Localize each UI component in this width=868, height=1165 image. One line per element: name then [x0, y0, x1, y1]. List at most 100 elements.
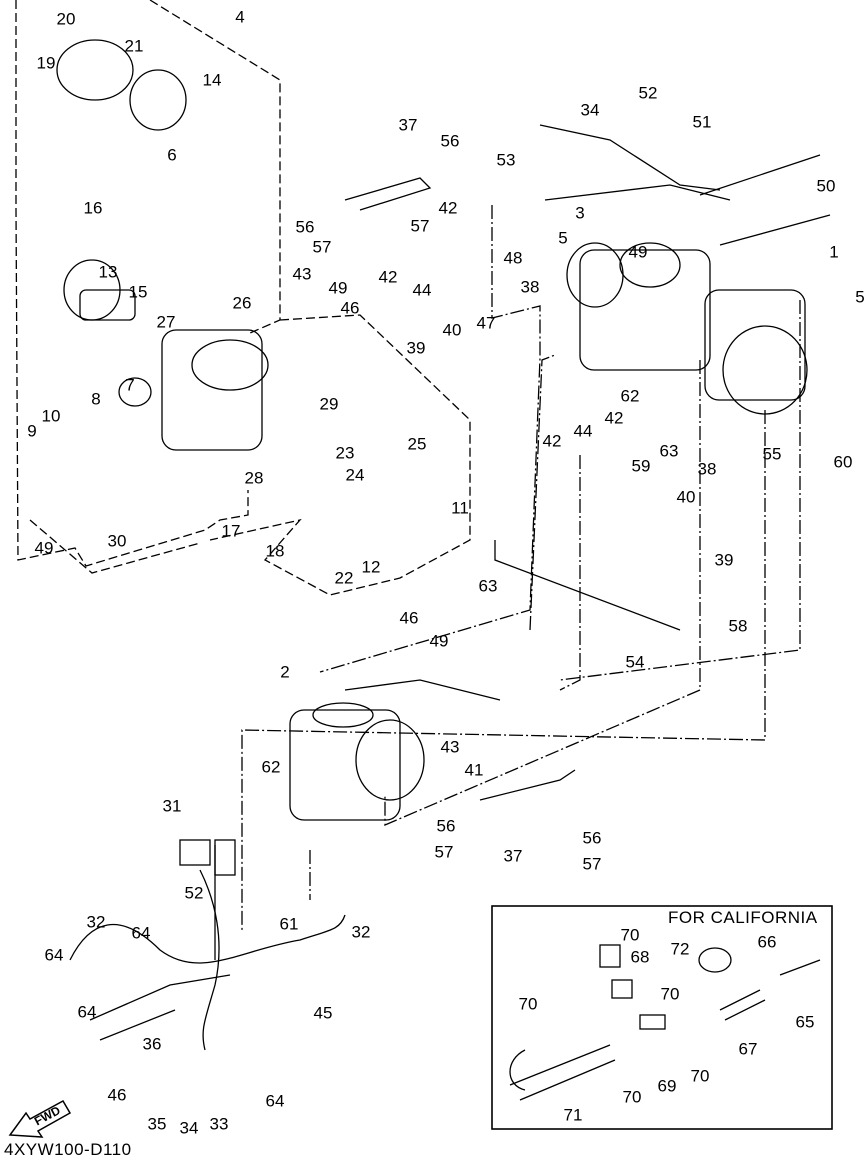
callout-label: 48: [503, 248, 523, 268]
callout-label: 43: [440, 737, 460, 757]
callout-label: 56: [582, 828, 602, 848]
callout-label: 57: [582, 854, 602, 874]
callout-label: 57: [410, 216, 430, 236]
callout-label: 40: [676, 487, 696, 507]
callout-label: 50: [816, 176, 836, 196]
callout-label: 53: [496, 150, 516, 170]
callout-label: 20: [56, 9, 76, 29]
callout-label: 49: [34, 538, 54, 558]
callout-label: 39: [714, 550, 734, 570]
carburetor-body-2: [289, 702, 425, 821]
callout-label: 37: [398, 115, 418, 135]
callout-label: 64: [131, 923, 151, 943]
callout-label: 62: [261, 757, 281, 777]
callout-label: 2: [280, 662, 290, 682]
callout-label: 37: [503, 846, 523, 866]
callout-label: 58: [728, 616, 748, 636]
callout-label: 44: [412, 280, 432, 300]
callout-label: 3: [575, 203, 585, 223]
linkages: [344, 124, 831, 801]
callout-label: 70: [518, 994, 538, 1014]
callout-label: 62: [620, 386, 640, 406]
callout-label: 56: [440, 131, 460, 151]
callout-label: 5: [855, 287, 865, 307]
callout-label: 70: [660, 984, 680, 1004]
callout-label: 8: [91, 389, 101, 409]
callout-label: 72: [670, 939, 690, 959]
callout-label: 39: [406, 338, 426, 358]
callout-label: 70: [620, 925, 640, 945]
callout-label: 5: [558, 228, 568, 248]
callout-label: 22: [334, 568, 354, 588]
callout-label: 12: [361, 557, 381, 577]
callout-label: 9: [27, 421, 37, 441]
callout-label: 69: [657, 1076, 677, 1096]
callout-label: 14: [202, 70, 222, 90]
california-box-title: FOR CALIFORNIA: [668, 908, 818, 927]
callout-label: 46: [340, 298, 360, 318]
callout-label: 57: [434, 842, 454, 862]
callout-label: 42: [378, 267, 398, 287]
callout-label: 68: [630, 947, 650, 967]
callout-label: 64: [44, 945, 64, 965]
callout-label: 6: [167, 145, 177, 165]
callout-label: 30: [107, 531, 127, 551]
callout-label: 60: [833, 452, 853, 472]
callout-label: 66: [757, 932, 777, 952]
callout-label: 42: [438, 198, 458, 218]
callout-label: 64: [265, 1091, 285, 1111]
group-frame-4: [15, 0, 471, 596]
callout-label: 33: [209, 1114, 229, 1134]
callout-label: 42: [604, 408, 624, 428]
callout-label: 49: [328, 278, 348, 298]
callout-label: 7: [125, 375, 135, 395]
callout-label: 32: [351, 922, 371, 942]
callout-label: 27: [156, 312, 176, 332]
callout-label: 56: [436, 816, 456, 836]
carburetor-assembly-3: [566, 242, 808, 415]
callout-label: 52: [184, 883, 204, 903]
callout-label: 71: [563, 1105, 583, 1125]
callout-label: 49: [628, 242, 648, 262]
callout-label: 46: [399, 608, 419, 628]
callout-label: 25: [407, 434, 427, 454]
callout-label: 18: [265, 541, 285, 561]
callout-label: 10: [41, 406, 61, 426]
callout-label: 56: [295, 217, 315, 237]
callout-label: 41: [464, 760, 484, 780]
callout-label: 24: [345, 465, 365, 485]
callout-label: 31: [162, 796, 182, 816]
callout-label: 44: [573, 421, 593, 441]
callout-label: 15: [128, 282, 148, 302]
callout-label: 49: [429, 631, 449, 651]
callout-label: 70: [690, 1066, 710, 1086]
callout-label: 17: [221, 521, 241, 541]
callout-label: 63: [659, 441, 679, 461]
wire-harness: [69, 839, 346, 1051]
callout-label: 63: [478, 576, 498, 596]
callout-label: 38: [520, 277, 540, 297]
callout-label: 42: [542, 431, 562, 451]
callout-label: 40: [442, 320, 462, 340]
callout-label: 46: [107, 1085, 127, 1105]
california-box-frame: [491, 905, 833, 1130]
callout-label: 34: [580, 100, 600, 120]
callout-label: 70: [622, 1087, 642, 1107]
callout-label: 36: [142, 1034, 162, 1054]
assembly-guide-lines: [241, 205, 801, 930]
callout-label: 28: [244, 468, 264, 488]
callout-label: 64: [77, 1002, 97, 1022]
callout-label: 35: [147, 1114, 167, 1134]
callout-label: 21: [124, 36, 144, 56]
callout-label: 23: [335, 443, 355, 463]
callout-label: 29: [319, 394, 339, 414]
callout-label: 65: [795, 1012, 815, 1032]
callout-label: 34: [179, 1118, 199, 1138]
callout-label: 16: [83, 198, 103, 218]
callout-label: 52: [638, 83, 658, 103]
callout-label: 26: [232, 293, 252, 313]
callout-label: 11: [451, 498, 469, 518]
callout-label: 54: [625, 652, 645, 672]
callout-label: 43: [292, 264, 312, 284]
